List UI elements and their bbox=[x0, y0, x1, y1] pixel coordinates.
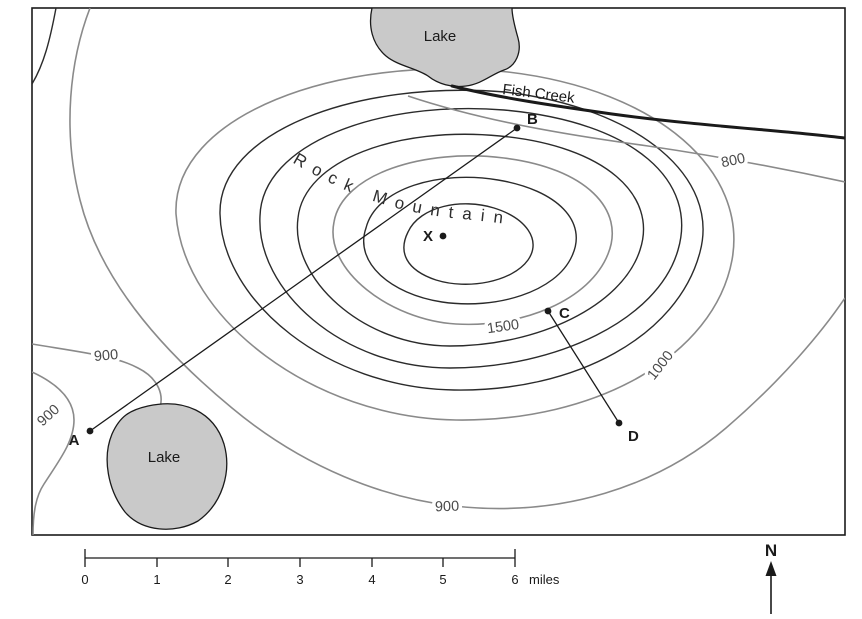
scale-tick-label-1: 1 bbox=[153, 572, 160, 587]
north-arrow-head bbox=[765, 561, 777, 576]
scale-tick-label-3: 3 bbox=[296, 572, 303, 587]
point-a-label: A bbox=[69, 432, 80, 449]
scale-bar: 0 1 2 3 4 5 6 miles bbox=[81, 549, 560, 587]
contour-lines bbox=[32, 8, 845, 535]
fish-creek-line bbox=[450, 84, 845, 140]
point-d-dot bbox=[615, 419, 623, 427]
bottom-lake-label: Lake bbox=[148, 449, 181, 466]
contour-label-900-left-upper: 900 bbox=[93, 347, 119, 365]
point-b-label: B bbox=[527, 111, 538, 128]
contour-line-1000 bbox=[175, 68, 735, 421]
bottom-lake bbox=[106, 403, 228, 530]
contour-label-900-bottom: 900 bbox=[435, 499, 460, 516]
point-d-label: D bbox=[628, 428, 639, 445]
north-arrow: N bbox=[765, 541, 777, 614]
contour-line-800 bbox=[407, 95, 845, 183]
contour-line-corner bbox=[32, 8, 57, 85]
lakes bbox=[106, 8, 520, 530]
north-label: N bbox=[765, 541, 777, 560]
scale-tick-label-0: 0 bbox=[81, 572, 88, 587]
contour-line-900-left-lower bbox=[32, 371, 75, 535]
scale-unit-label: miles bbox=[529, 572, 560, 587]
point-b-dot bbox=[513, 124, 521, 132]
scale-tick-label-5: 5 bbox=[439, 572, 446, 587]
contour-line-900-outer bbox=[69, 8, 845, 510]
contour-line-1500 bbox=[332, 155, 614, 326]
contour-line-900-left-upper bbox=[32, 343, 162, 413]
contour-line bbox=[296, 133, 645, 347]
contour-line bbox=[259, 107, 683, 369]
top-lake-label: Lake bbox=[424, 28, 457, 45]
scale-tick-label-4: 4 bbox=[368, 572, 375, 587]
transect-line-a-b bbox=[89, 127, 518, 432]
contour-line bbox=[403, 203, 534, 285]
contour-line bbox=[219, 89, 704, 391]
point-c-label: C bbox=[559, 305, 570, 322]
point-x-label: X bbox=[423, 228, 433, 245]
point-c-dot bbox=[544, 307, 552, 315]
scale-tick-label-2: 2 bbox=[224, 572, 231, 587]
reference-points: A B C D X bbox=[69, 111, 639, 449]
top-lake bbox=[369, 8, 520, 88]
scale-tick-label-6: 6 bbox=[511, 572, 518, 587]
point-x-dot bbox=[439, 232, 447, 240]
transects bbox=[89, 127, 620, 432]
point-a-dot bbox=[86, 427, 94, 435]
contour-line bbox=[363, 176, 577, 305]
transect-line-c-d bbox=[547, 310, 620, 424]
